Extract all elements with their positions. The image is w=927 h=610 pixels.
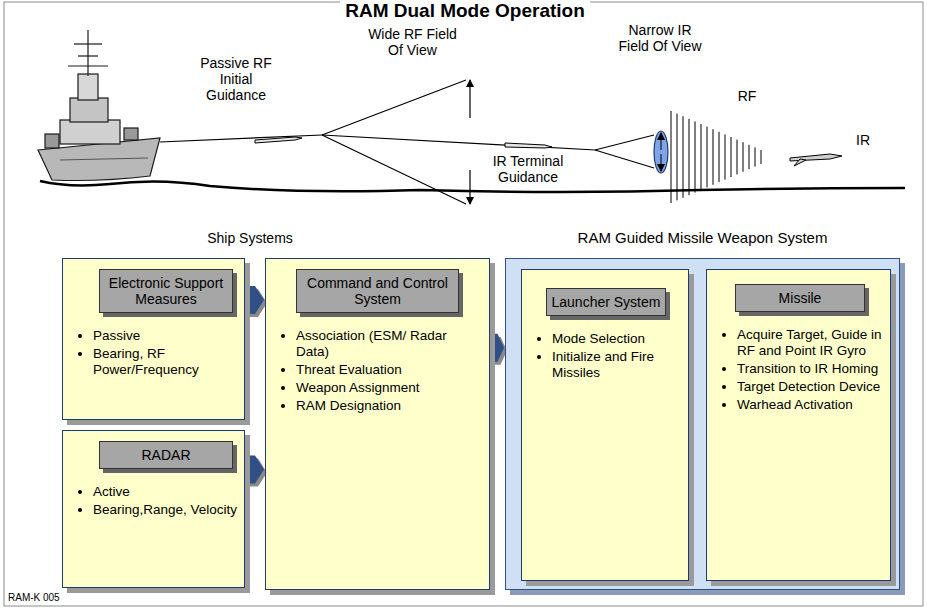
ir-field [654, 131, 668, 173]
diagram-title: RAM Dual Mode Operation [340, 0, 590, 22]
process-box: Acquire Target, Guide in RF and Point IR… [706, 269, 891, 581]
bullet-item: Mode Selection [552, 331, 682, 347]
ir-arrow [661, 133, 662, 150]
bullet-item: RAM Designation [296, 398, 483, 414]
header-box: Launcher System [546, 288, 666, 316]
bullet-item: Bearing,Range, Velocity [93, 502, 238, 518]
rf-wavefronts [671, 111, 761, 203]
bullet-item: Transition to IR Homing [737, 361, 884, 377]
ir-arrow [661, 154, 662, 171]
block-arrow [246, 456, 267, 487]
process-box: ActiveBearing,Range, Velocity RADAR [62, 430, 245, 588]
header-text: Electronic Support Measures [104, 275, 228, 307]
group-box: RAM Guided Missile Weapon SystemMode Sel… [505, 258, 900, 590]
frame [4, 2, 923, 606]
guidance-label: Passive RF Initial Guidance [190, 55, 282, 103]
bullet-list: Association (ESM/ Radar Data) Threat Eval… [274, 328, 483, 416]
bullet-item: Association (ESM/ Radar Data) [296, 328, 483, 360]
header-box: Missile [735, 284, 865, 312]
target-missile [790, 154, 842, 166]
field-label: Narrow IR Field Of View [612, 22, 708, 54]
bullet-list: Mode SelectionInitialize and Fire Missil… [530, 331, 682, 383]
ship [38, 30, 160, 181]
bullet-item: Passive [93, 328, 238, 344]
header-text: Missile [740, 290, 860, 306]
header-box: Command and Control System [296, 269, 459, 313]
bullet-item: Target Detection Device [737, 379, 884, 395]
header-text: RADAR [104, 447, 228, 463]
header-box: Electronic Support Measures [99, 269, 233, 313]
process-box: PassiveBearing, RF Power/Frequency Electr… [62, 258, 245, 420]
process-box: Mode SelectionInitialize and Fire Missil… [521, 269, 689, 581]
guidance-label: IR Terminal Guidance [488, 153, 568, 185]
bullet-item: Bearing, RF Power/Frequency [93, 346, 238, 378]
process-box: Association (ESM/ Radar Data) Threat Eval… [265, 258, 490, 590]
bullet-item: Weapon Assignment [296, 380, 483, 396]
missile [255, 137, 552, 148]
bullet-item: Active [93, 484, 238, 500]
bullet-item: Initialize and Fire Missiles [552, 349, 682, 381]
bullet-list: ActiveBearing,Range, Velocity [71, 484, 238, 520]
bullet-item: Warhead Activation [737, 397, 884, 413]
figure-number: RAM-K 005 [8, 592, 88, 604]
arrow-body [246, 456, 264, 484]
field-label: Wide RF Field Of View [365, 26, 460, 58]
header-text: Command and Control System [301, 275, 454, 307]
arrow-body [491, 334, 504, 362]
block-arrow [246, 286, 267, 317]
bullet-item: Acquire Target, Guide in RF and Point IR… [737, 327, 884, 359]
header-text: Launcher System [551, 294, 661, 310]
bullet-list: Acquire Target, Guide in RF and Point IR… [715, 327, 884, 415]
sea-line [40, 181, 905, 192]
bullet-list: PassiveBearing, RF Power/Frequency [71, 328, 238, 380]
arrow-body [246, 286, 264, 314]
group-label: Ship Systems [190, 230, 310, 246]
signal-label: RF [732, 88, 762, 104]
signal-label: IR [848, 132, 878, 148]
group-heading: RAM Guided Missile Weapon System [486, 229, 919, 247]
bullet-item: Threat Evaluation [296, 362, 483, 378]
header-box: RADAR [99, 441, 233, 469]
